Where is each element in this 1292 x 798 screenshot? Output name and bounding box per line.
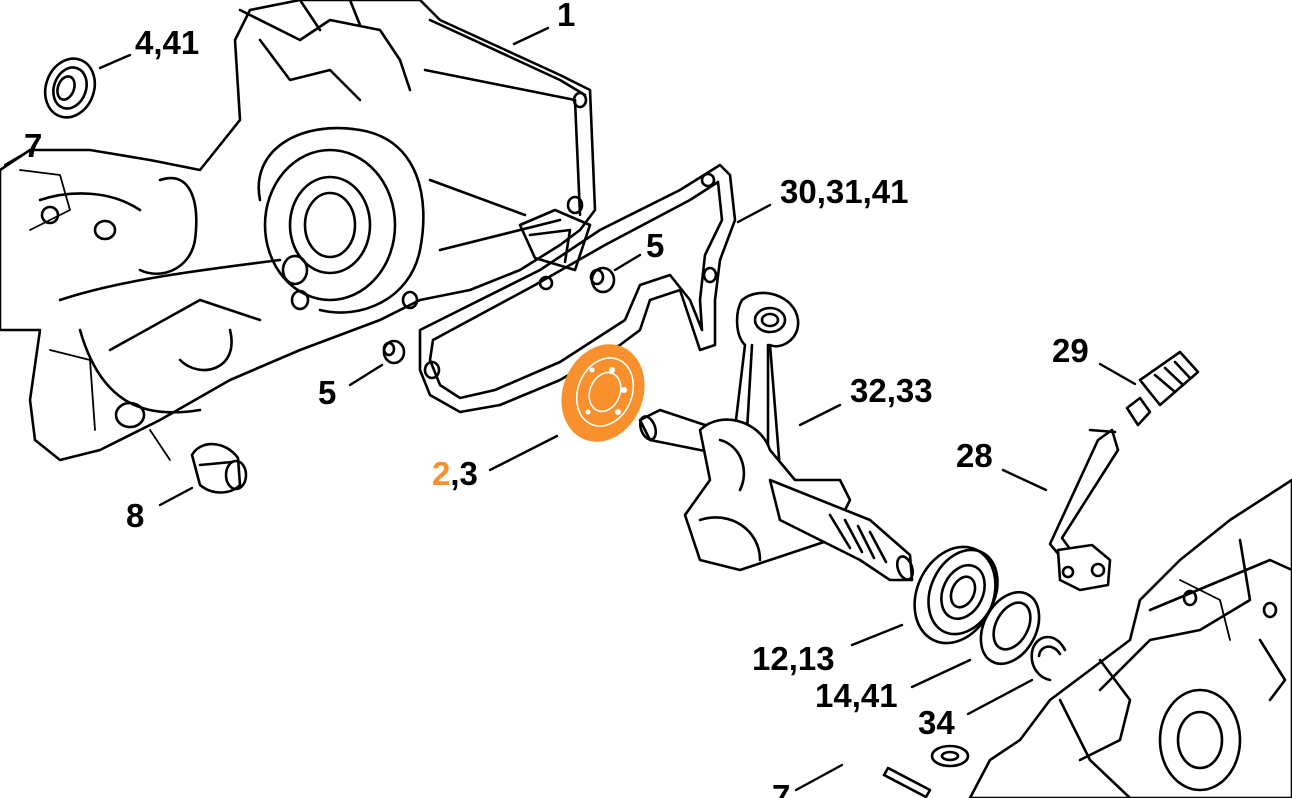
callout-34: 34	[918, 704, 955, 741]
callout-5-lower: 5	[318, 374, 336, 411]
fitting-8[interactable]	[190, 442, 248, 494]
callout-12-13: 12,13	[752, 640, 835, 677]
crankcase-left-half[interactable]	[0, 0, 597, 462]
callout-30-31-41: 30,31,41	[780, 173, 908, 210]
ball-bearing-12[interactable]	[899, 534, 1010, 657]
dowel-pin-7-lower[interactable]	[882, 766, 932, 798]
callout-29: 29	[1052, 332, 1089, 369]
leader-lines	[3, 26, 1137, 792]
tube-28[interactable]	[1048, 428, 1120, 592]
ball-bearing-2-highlighted[interactable]	[547, 332, 659, 455]
callout-28: 28	[956, 437, 993, 474]
circlip-34[interactable]	[1030, 635, 1067, 682]
callout-4-41: 4,41	[135, 24, 199, 61]
oil-seal-4[interactable]	[37, 52, 103, 125]
callout-3: ,3	[450, 455, 478, 492]
callout-7-lower: 7	[772, 778, 790, 798]
callout-2-3: 2,3	[432, 455, 478, 492]
pin-29[interactable]	[1125, 350, 1200, 427]
oil-seal-14[interactable]	[969, 582, 1051, 674]
callout-7-upper: 7	[24, 127, 42, 164]
crankcase-right-half[interactable]	[968, 478, 1292, 798]
callout-14-41: 14,41	[815, 677, 898, 714]
gasket-30[interactable]	[418, 163, 737, 414]
sleeve-5-upper[interactable]	[589, 266, 616, 294]
sleeve-5-lower[interactable]	[382, 339, 406, 365]
callout-8: 8	[126, 497, 144, 534]
callout-5-upper: 5	[646, 227, 664, 264]
callout-1: 1	[557, 0, 575, 33]
crankshaft-32[interactable]	[637, 291, 915, 582]
callout-2-highlight: 2	[432, 455, 450, 492]
callout-32-33: 32,33	[850, 372, 933, 409]
washer[interactable]	[930, 744, 970, 768]
